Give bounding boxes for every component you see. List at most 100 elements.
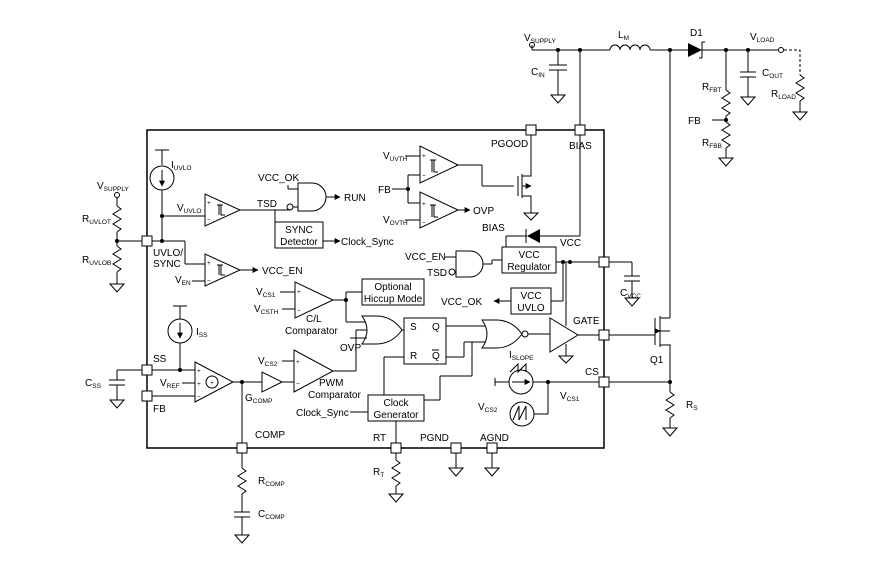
svg-text:Generator: Generator — [373, 410, 419, 421]
svg-text:Q: Q — [432, 351, 440, 362]
vovth-label: VOVTH — [383, 215, 408, 227]
pin-pgood — [525, 124, 537, 136]
pwm-comp-label-2: Comparator — [308, 390, 361, 401]
ovp-label-2: OVP — [340, 343, 361, 354]
vsupply-top-label: VSUPPLY — [524, 33, 557, 45]
rt-res-label: RT — [373, 467, 384, 479]
en-comparator — [204, 253, 242, 287]
ven-label: VEN — [175, 275, 191, 287]
uvlo-divider: VSUPPLY RUVLOT RUVLOB — [82, 181, 142, 293]
lm-label: LM — [618, 30, 629, 42]
tsd-label-2: TSD — [427, 268, 447, 279]
pin-rt — [390, 442, 402, 454]
svg-text:Detector: Detector — [280, 237, 318, 248]
comp-pin-label: COMP — [255, 430, 285, 441]
ruvlob-label: RUVLOB — [82, 255, 111, 267]
vuvth-label: VUVTH — [383, 151, 408, 163]
sync-detector — [274, 221, 324, 249]
rfbt-label: RFBT — [702, 82, 722, 94]
uvlo-sync-label-1: UVLO/ — [153, 248, 183, 259]
svg-text:+: + — [422, 153, 426, 160]
ccomp-label: CCOMP — [258, 509, 285, 521]
run-label: RUN — [344, 193, 366, 204]
resistor-ruvlot — [112, 205, 122, 233]
gcomp-buffer — [261, 371, 284, 393]
uvlo-comparator — [204, 193, 242, 227]
svg-text:S: S — [410, 322, 417, 333]
svg-text:Clock: Clock — [383, 398, 409, 409]
pin-ss — [141, 364, 153, 376]
svg-text:−: − — [422, 220, 426, 227]
and-gate-vcc — [455, 250, 484, 278]
vcc-regulator — [501, 246, 557, 274]
resistor-ruvlob — [112, 245, 122, 273]
vcs2-label-2: VCS2 — [478, 402, 498, 414]
uvlo-sync-label-2: SYNC — [153, 259, 181, 270]
iuvlo-label: IUVLO — [171, 160, 191, 172]
diode-d1 — [688, 43, 702, 57]
svg-text:Q: Q — [432, 322, 440, 333]
vcsth-label: VCSTH — [254, 304, 279, 316]
vload-label: VLOAD — [750, 32, 775, 44]
svg-text:+: + — [207, 260, 211, 267]
iss-label: ISS — [196, 327, 208, 339]
cl-comparator — [294, 281, 335, 319]
resistor-rfbt — [721, 89, 731, 117]
svg-text:Optional: Optional — [374, 282, 411, 293]
and-gate-run — [297, 182, 327, 212]
pgnd-label: PGND — [420, 433, 449, 444]
or-gate-set — [361, 315, 403, 345]
rs-label: RS — [686, 400, 698, 412]
svg-text:−: − — [207, 278, 211, 285]
resistor-rs — [665, 391, 675, 419]
gcomp-label: GCOMP — [245, 393, 272, 405]
ss-pin-label: SS — [153, 354, 167, 365]
resistor-rt — [391, 459, 401, 487]
vcs2-label-1: VCS2 — [258, 356, 278, 368]
svg-text:−: − — [197, 394, 201, 401]
vcs1-label-1: VCS1 — [256, 287, 276, 299]
svg-text:+: + — [197, 381, 201, 388]
vref-label: VREF — [160, 378, 180, 390]
pin-vcc — [598, 256, 610, 268]
svg-text:Regulator: Regulator — [507, 262, 551, 273]
resistor-rcomp — [237, 467, 247, 495]
vsupply-left-label: VSUPPLY — [97, 181, 130, 193]
pin-cs — [598, 376, 610, 388]
cvcc-label: CVCC — [620, 288, 641, 300]
power-stage: VSUPPLY CIN LM D1 VLOAD C — [524, 28, 809, 318]
clock-sync-label-2: Clock_Sync — [296, 408, 349, 419]
vcc-en-label-2: VCC_EN — [405, 252, 446, 263]
optional-hiccup-mode — [361, 278, 425, 306]
svg-text:+: + — [207, 200, 211, 207]
svg-text:SYNC: SYNC — [285, 225, 313, 236]
svg-text:UVLO: UVLO — [517, 303, 544, 314]
nor-gate-gate — [481, 319, 523, 349]
inductor-lm — [609, 44, 651, 51]
pwm-comparator — [293, 349, 335, 393]
css-label: CSS — [85, 378, 102, 390]
svg-text:+: + — [210, 380, 214, 387]
svg-text:−: − — [296, 381, 300, 388]
fb-pin-label: FB — [153, 404, 166, 415]
tsd-label-1: TSD — [257, 199, 277, 210]
fb-ext-label: FB — [688, 116, 701, 127]
svg-text:−: − — [297, 308, 301, 315]
svg-text:+: + — [422, 201, 426, 208]
svg-text:+: + — [197, 368, 201, 375]
cl-comp-label-2: Comparator — [285, 326, 338, 337]
pin-bias — [574, 124, 586, 136]
rload-label: RLOAD — [771, 89, 796, 101]
pwm-comp-label-1: PWM — [319, 378, 343, 389]
vcs1-label-2: VCS1 — [560, 391, 580, 403]
rt-pin-label: RT — [373, 433, 386, 444]
vcc-pin-label: VCC — [560, 238, 581, 249]
rfbb-label: RFBB — [702, 138, 722, 150]
clock-sync-label-1: Clock_Sync — [341, 237, 394, 248]
q1-label: Q1 — [650, 355, 664, 366]
svg-text:R: R — [410, 351, 417, 362]
pgood-label: PGOOD — [491, 139, 528, 150]
vcc-en-label-1: VCC_EN — [262, 266, 303, 277]
pin-uvlo-sync — [141, 235, 153, 247]
